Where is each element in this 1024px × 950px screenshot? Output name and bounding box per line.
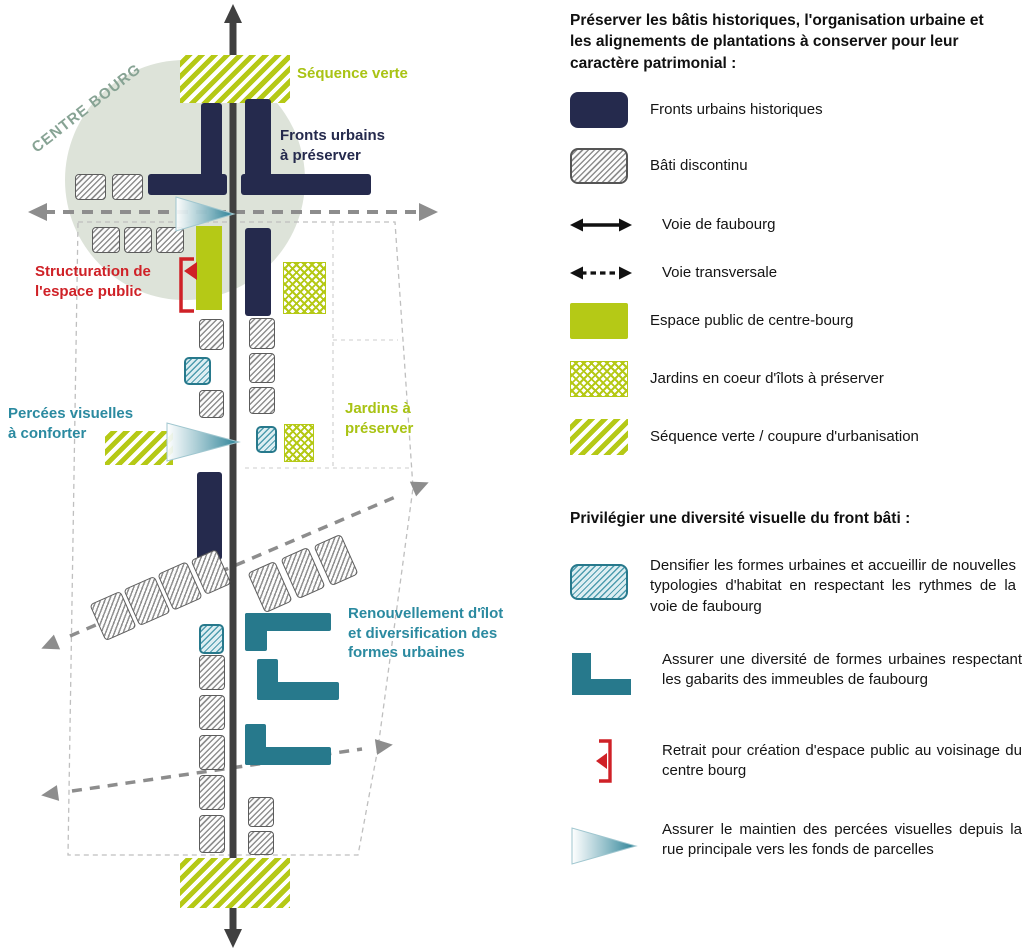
hatched-building-block (248, 797, 274, 827)
navy-front-block (197, 472, 222, 560)
solid-double-arrow-icon (570, 207, 640, 243)
legend-item-diversite-formes: Assurer une diversité de formes urbaines… (570, 650, 1022, 695)
teal-urban-form-block (245, 747, 331, 765)
legend-label: Densifier les formes urbaines et accueil… (650, 557, 1016, 615)
percees-visuelles-label: Percées visuelles à conforter (8, 405, 134, 442)
hatched-building-block (249, 318, 275, 349)
navy-front-block (245, 228, 271, 316)
setback-bracket-icon (179, 257, 197, 313)
green-diagonal-hatch-swatch (570, 419, 628, 455)
legend-label: Assurer le maintien des percées visuelle… (662, 821, 1022, 859)
hatched-building-block (249, 387, 275, 414)
view-cone-icon (166, 422, 241, 462)
legend-item-espace-public: Espace public de centre-bourg (570, 303, 1022, 339)
legend-label: Voie de faubourg (662, 215, 776, 233)
hatched-building-block (75, 174, 106, 200)
garden-block (284, 424, 314, 462)
navy-front-block (241, 174, 371, 195)
navy-front-block (201, 103, 222, 177)
teal-infill-block (184, 357, 211, 385)
garden-block (283, 262, 326, 314)
structuration-label: Structuration de l'espace public (35, 263, 151, 300)
dashed-double-arrow-icon (570, 255, 640, 291)
hatched-building-block (199, 775, 225, 810)
navy-front-block (148, 174, 227, 195)
hatched-building-block (199, 735, 225, 770)
hatched-building-block (199, 390, 224, 418)
sequence-verte-label: Séquence verte (297, 65, 408, 82)
parcel-boundary (67, 221, 414, 856)
voie-transversale-arrow (28, 203, 438, 221)
legend-heading-patrimonial: Préserver les bâtis historiques, l'organ… (570, 12, 984, 72)
jardins-label: Jardins à préserver (345, 400, 414, 437)
legend-item-bati-discontinu: Bâti discontinu (570, 148, 1022, 184)
legend-label: Espace public de centre-bourg (650, 311, 854, 329)
hatched-building-block (124, 227, 152, 253)
teal-urban-form-block (245, 613, 267, 651)
hatched-building-block (112, 174, 143, 200)
legend-heading-diversite: Privilégier une diversité visuelle du fr… (570, 510, 911, 527)
legend-item-retrait: Retrait pour création d'espace public au… (570, 739, 1022, 783)
navy-front-block (245, 99, 271, 177)
parcel-inner-lines (245, 222, 410, 469)
hatched-building-block (249, 353, 275, 383)
legend-label: Assurer une diversité de formes urbaines… (662, 651, 1022, 689)
fronts-urbains-label: Fronts urbains à préserver (280, 127, 386, 164)
public-space-block (196, 226, 222, 310)
hatched-building-block (199, 695, 225, 730)
green-sequence-band-mid (105, 431, 173, 465)
grey-hatch-swatch (570, 148, 628, 184)
legend-label: Voie transversale (662, 263, 778, 281)
legend-label: Jardins en coeur d'îlots à préserver (650, 369, 884, 387)
green-sequence-band-bottom (180, 858, 290, 908)
voie-de-faubourg-axis (224, 4, 242, 948)
teal-l-shape-icon (570, 653, 640, 695)
view-cone-triangle-icon (570, 827, 640, 865)
legend-label: Retrait pour création d'espace public au… (662, 742, 1022, 780)
hatched-building-block (156, 227, 184, 253)
hatched-building-block (92, 227, 120, 253)
teal-infill-block (199, 624, 224, 654)
teal-hatch-swatch (570, 564, 628, 600)
teal-infill-block (256, 426, 277, 453)
legend-label: Fronts urbains historiques (650, 100, 823, 118)
diagram-overlay (166, 196, 241, 462)
green-rect-swatch (570, 303, 628, 339)
legend-item-voie-faubourg: Voie de faubourg (570, 207, 1022, 243)
red-bracket-icon (570, 739, 640, 783)
legend-item-jardins: Jardins en coeur d'îlots à préserver (570, 361, 1022, 397)
legend-item-voie-transversale: Voie transversale (570, 255, 1022, 291)
diagonal-transversale-lower (41, 739, 393, 801)
navy-rect-swatch (570, 92, 628, 128)
legend-item-fronts-urbains: Fronts urbains historiques (570, 92, 1022, 128)
diagram: CENTRE BOURG Séquence verte Fronts urbai… (8, 4, 504, 948)
hatched-building-block (199, 319, 224, 350)
hatched-building-block (199, 815, 225, 853)
green-crosshatch-swatch (570, 361, 628, 397)
legend-item-percees: Assurer le maintien des percées visuelle… (570, 820, 1022, 865)
renouvellement-label: Renouvellement d'îlot et diversification… (348, 605, 504, 661)
teal-urban-form-block (257, 682, 339, 700)
legend-item-sequence-verte: Séquence verte / coupure d'urbanisation (570, 419, 1022, 455)
view-cone-icon (175, 196, 236, 232)
legend-item-densifier: Densifier les formes urbaines et accueil… (570, 556, 1022, 617)
legend-label: Bâti discontinu (650, 156, 748, 174)
hatched-building-block (248, 831, 274, 855)
green-sequence-band-top (180, 55, 290, 103)
legend: Préserver les bâtis historiques, l'organ… (568, 0, 1024, 950)
legend-label: Séquence verte / coupure d'urbanisation (650, 427, 919, 445)
hatched-building-block (199, 655, 225, 690)
